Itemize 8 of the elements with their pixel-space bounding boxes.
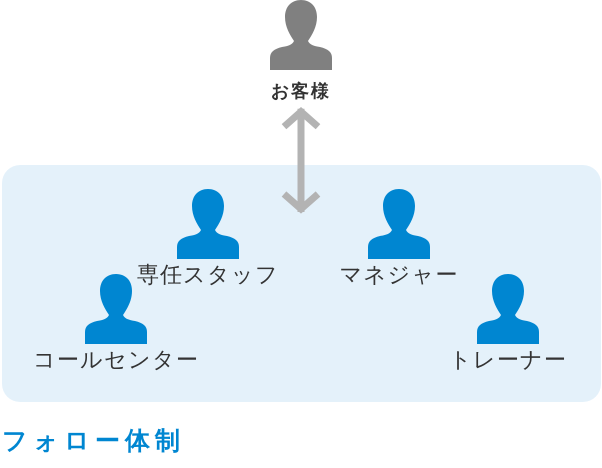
- role-label: トレーナー: [449, 348, 567, 374]
- caption: フォロー体制: [2, 426, 185, 456]
- role-label: お客様: [271, 82, 331, 103]
- double-arrow: [280, 108, 322, 212]
- role-label: 専任スタッフ: [137, 263, 279, 288]
- role-label: マネジャー: [340, 263, 458, 288]
- team-panel: [2, 165, 601, 402]
- role-label: コールセンター: [33, 348, 199, 374]
